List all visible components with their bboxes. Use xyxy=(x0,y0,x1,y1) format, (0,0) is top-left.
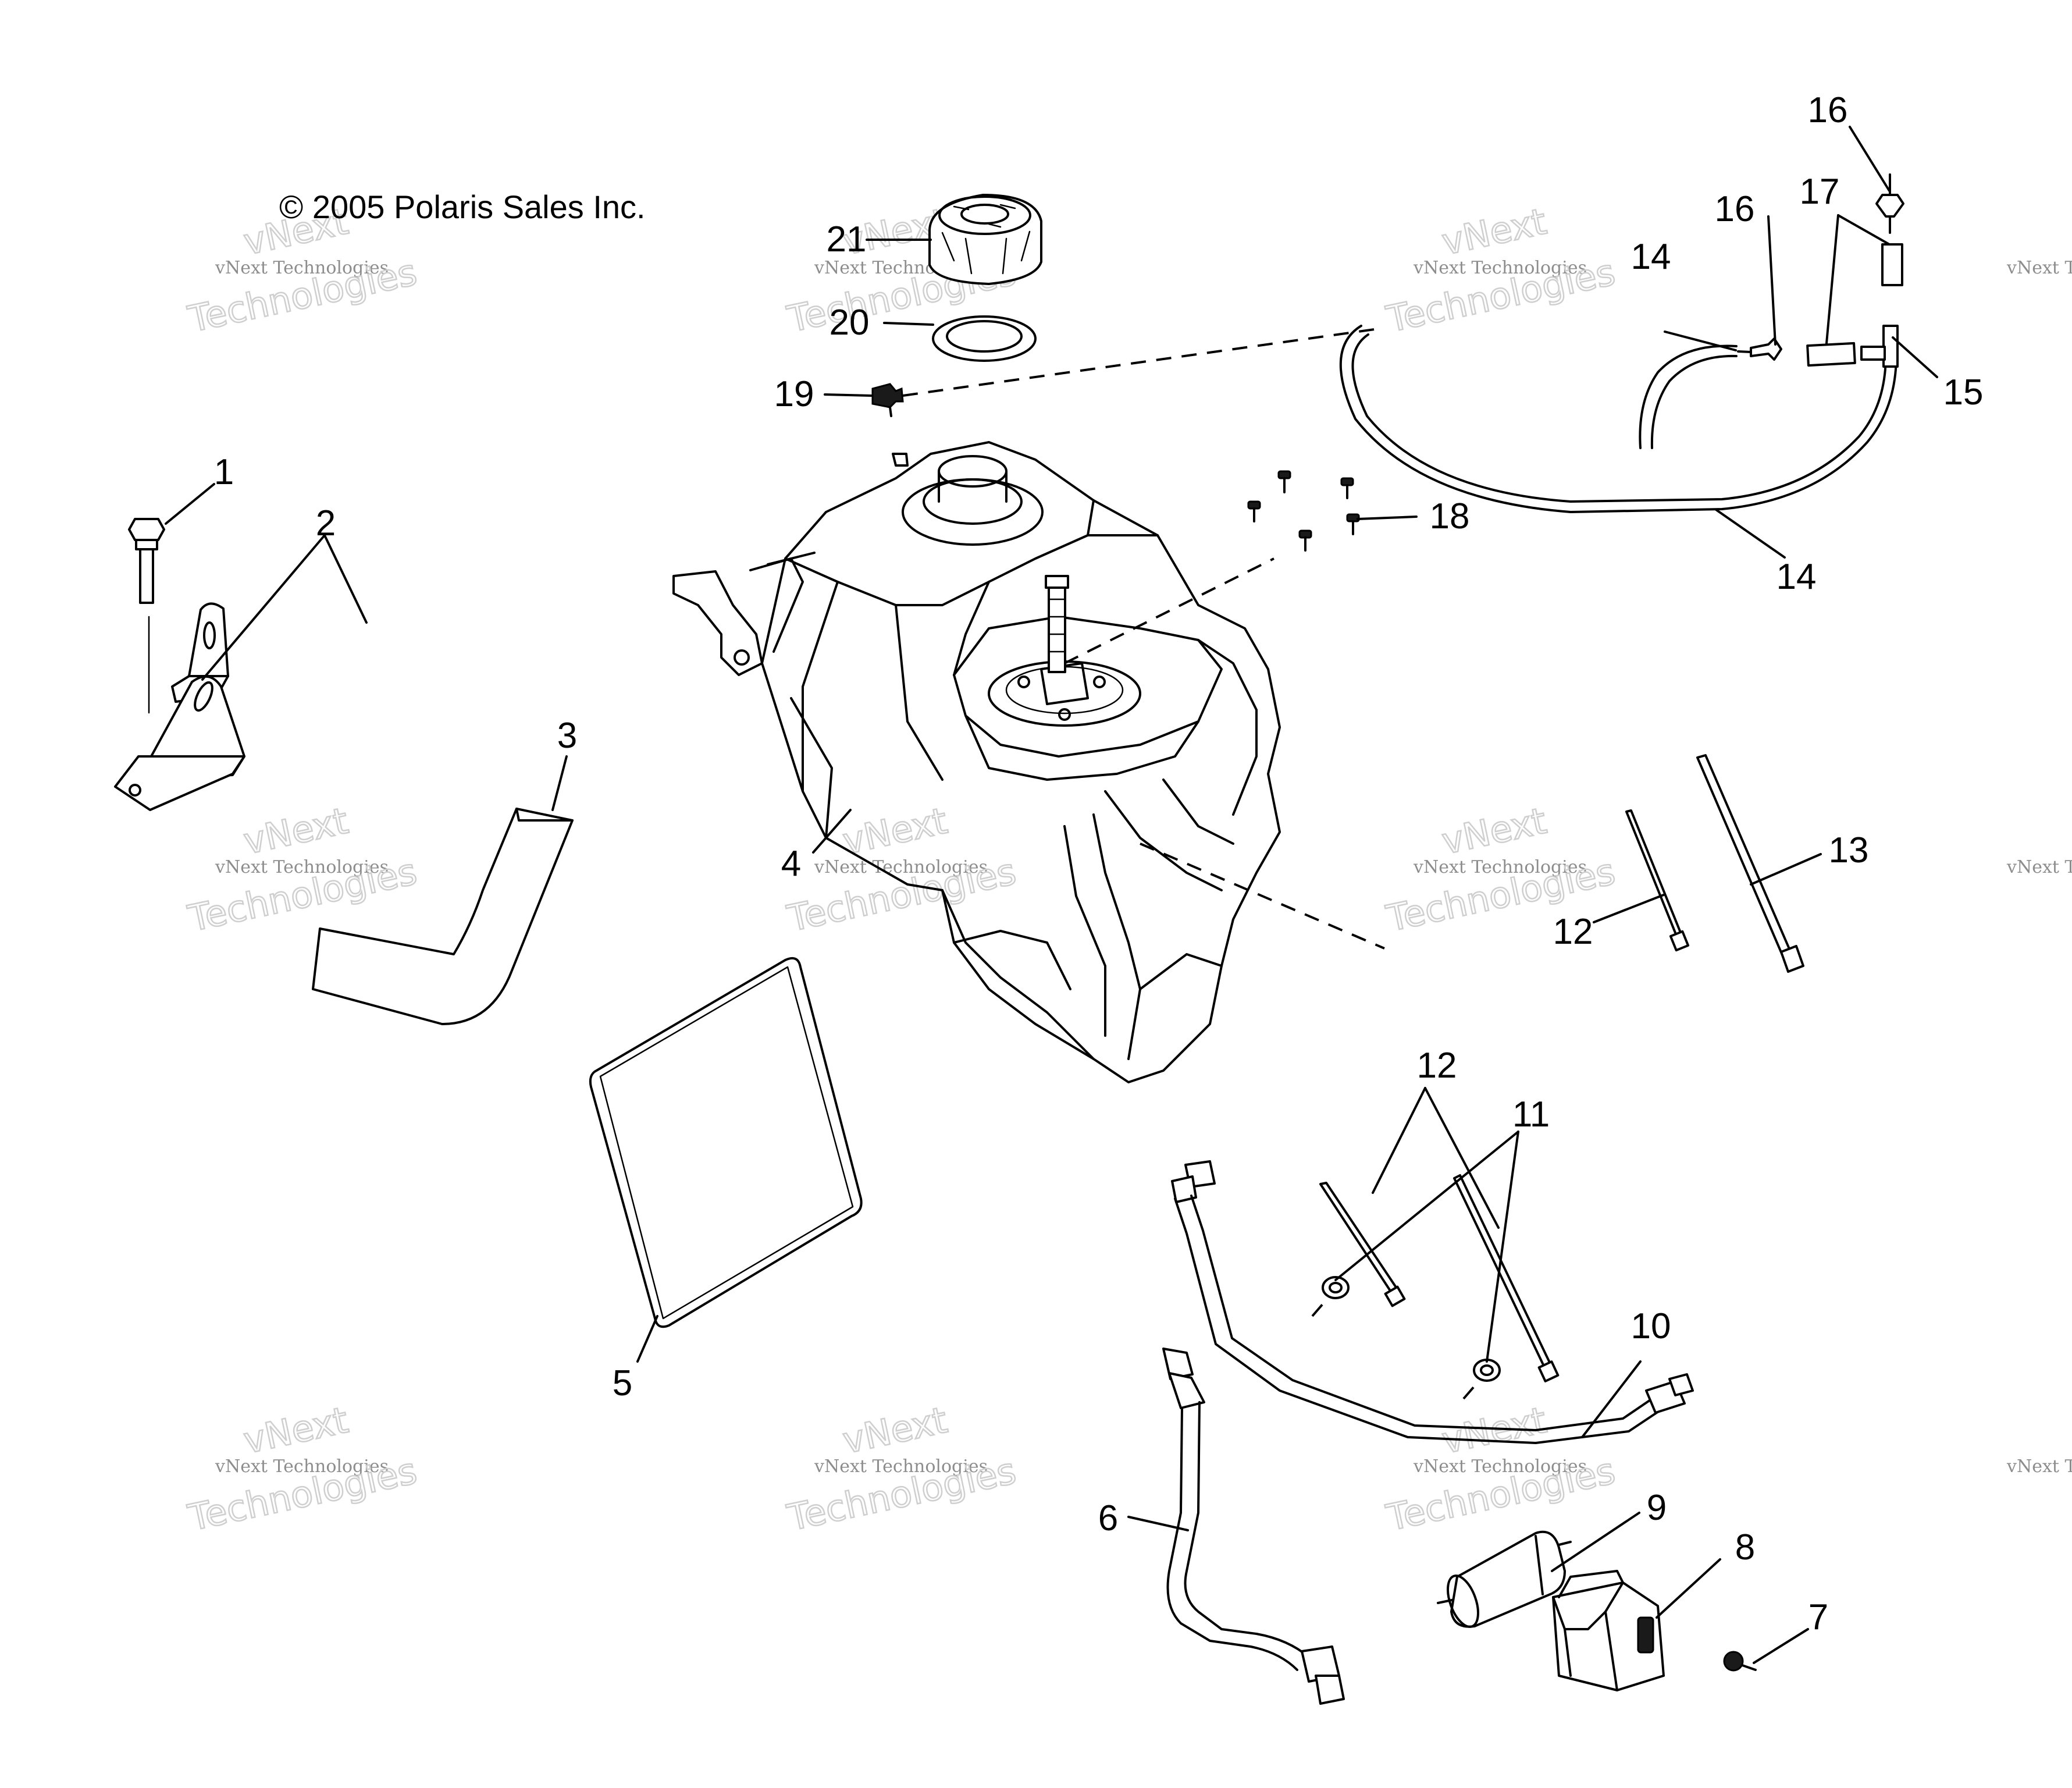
callout-7: 7 xyxy=(1808,1597,1828,1637)
part-1-bolt xyxy=(128,518,165,714)
screw xyxy=(1247,500,1261,522)
callout-13: 13 xyxy=(1829,830,1869,870)
watermark-layer: vNext vNext Technologies Technologies vN… xyxy=(184,199,2072,1540)
callout-17: 17 xyxy=(1800,172,1840,212)
part-9-fuel-filter xyxy=(1437,1530,1572,1628)
callout-20: 20 xyxy=(829,303,870,343)
screw xyxy=(1277,470,1291,493)
callout-6: 6 xyxy=(1098,1498,1118,1538)
part-18-screws xyxy=(1247,470,1360,552)
part-2-brackets xyxy=(114,602,245,811)
watermark-big-top: vNext xyxy=(839,1399,950,1462)
watermark-small: vNext Technologies xyxy=(215,258,389,278)
part-17-hose-connectors xyxy=(1806,243,1903,367)
watermark-small: vNext Technologies xyxy=(1413,1456,1587,1477)
callout-3: 3 xyxy=(557,716,577,756)
part-6-fuel-line-left xyxy=(1162,1348,1345,1705)
watermark-edge: vNext Technologies xyxy=(2006,258,2072,278)
callout-1: 1 xyxy=(214,452,234,492)
watermark-small: vNext Technologies xyxy=(215,1456,389,1477)
watermark-small: vNext Technologies xyxy=(814,857,988,877)
callout-11: 11 xyxy=(1512,1094,1550,1135)
part-10-fuel-line-right xyxy=(1171,1160,1694,1444)
leader-lines xyxy=(165,126,1938,1664)
copyright-text: © 2005 Polaris Sales Inc. xyxy=(279,189,646,225)
watermark-big-top: vNext xyxy=(240,1399,351,1462)
watermark-big-top: vNext xyxy=(1438,200,1550,264)
part-14-vent-hoses xyxy=(1339,325,1897,513)
callout-9: 9 xyxy=(1647,1488,1667,1528)
watermark-small: vNext Technologies xyxy=(215,857,389,877)
part-4-fuel-tank xyxy=(672,441,1281,1083)
callout-16-middle: 16 xyxy=(1715,189,1755,229)
part-8-filter-bracket xyxy=(1552,1570,1665,1691)
watermark: vNext vNext Technologies Technologies xyxy=(1382,199,1619,341)
callout-10: 10 xyxy=(1631,1306,1671,1346)
part-5-heat-shield-panel xyxy=(589,957,863,1328)
callout-12-upper: 12 xyxy=(1553,912,1593,952)
screw xyxy=(1346,513,1360,535)
part-13-long-strap xyxy=(1696,754,1804,973)
part-15-tee-fitting xyxy=(1860,325,1899,368)
part-12-straps xyxy=(1319,809,1690,1382)
callout-16-top: 16 xyxy=(1808,90,1848,130)
watermark-small: vNext Technologies xyxy=(1413,258,1587,278)
callout-12-lower: 12 xyxy=(1417,1046,1457,1086)
watermark: vNext vNext Technologies Technologies xyxy=(1382,1398,1619,1540)
screw xyxy=(1298,529,1312,552)
watermark: vNext vNext Technologies Technologies xyxy=(184,1398,421,1540)
callout-5: 5 xyxy=(613,1363,632,1403)
callout-2: 2 xyxy=(316,503,336,543)
part-20-cap-gasket xyxy=(932,315,1037,362)
callout-19: 19 xyxy=(774,374,814,414)
callout-4: 4 xyxy=(781,844,801,884)
watermark-small: vNext Technologies xyxy=(814,1456,988,1477)
alignment-lines xyxy=(902,328,1385,950)
watermark: vNext vNext Technologies Technologies xyxy=(184,798,421,940)
watermark: vNext vNext Technologies Technologies xyxy=(783,199,1020,341)
watermark-big-top: vNext xyxy=(240,799,351,863)
callout-14-lower: 14 xyxy=(1776,557,1817,597)
part-21-fuel-cap xyxy=(928,194,1042,285)
watermark: vNext vNext Technologies Technologies xyxy=(783,798,1020,940)
part-7-screw xyxy=(1723,1651,1757,1672)
watermark-small: vNext Technologies xyxy=(1413,857,1587,877)
part-3-foam-strip xyxy=(312,808,574,1025)
callout-labels: 1 2 3 4 5 6 7 8 9 10 11 12 12 13 14 14 1… xyxy=(214,90,1984,1637)
watermark-big-top: vNext xyxy=(839,799,950,863)
part-16-check-valves xyxy=(1737,173,1904,361)
watermark-small: vNext Technologies xyxy=(2006,1456,2072,1477)
watermark-small: vNext Technologies xyxy=(2006,857,2072,877)
part-19-vent-fitting xyxy=(871,383,904,417)
watermark-small: vNext Technologies xyxy=(2006,258,2072,278)
watermark: vNext vNext Technologies Technologies xyxy=(783,1398,1020,1540)
watermark-big-top: vNext xyxy=(1438,799,1550,863)
callout-14-upper: 14 xyxy=(1631,237,1671,277)
callout-21: 21 xyxy=(827,219,867,260)
watermark-edge: vNext Technologies xyxy=(2006,1456,2072,1477)
part-11-grommets xyxy=(1311,1276,1501,1400)
watermark-edge: vNext Technologies xyxy=(2006,857,2072,877)
screw xyxy=(1340,477,1354,499)
callout-18: 18 xyxy=(1430,496,1470,536)
callout-15: 15 xyxy=(1943,372,1984,413)
callout-8: 8 xyxy=(1735,1527,1755,1567)
